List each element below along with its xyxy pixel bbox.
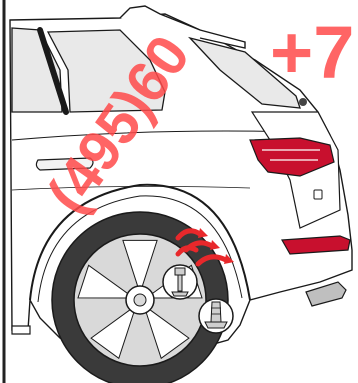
push-rivet-icon — [199, 299, 233, 333]
rear-wiper-icon — [299, 98, 307, 106]
hub-cap — [134, 294, 146, 306]
rocker-panel — [12, 326, 30, 334]
wheel-arch-clip-icon — [163, 265, 197, 299]
exhaust-tip — [306, 282, 346, 306]
rear-badge-icon — [314, 190, 322, 199]
watermark-plus: +7 — [270, 11, 354, 94]
